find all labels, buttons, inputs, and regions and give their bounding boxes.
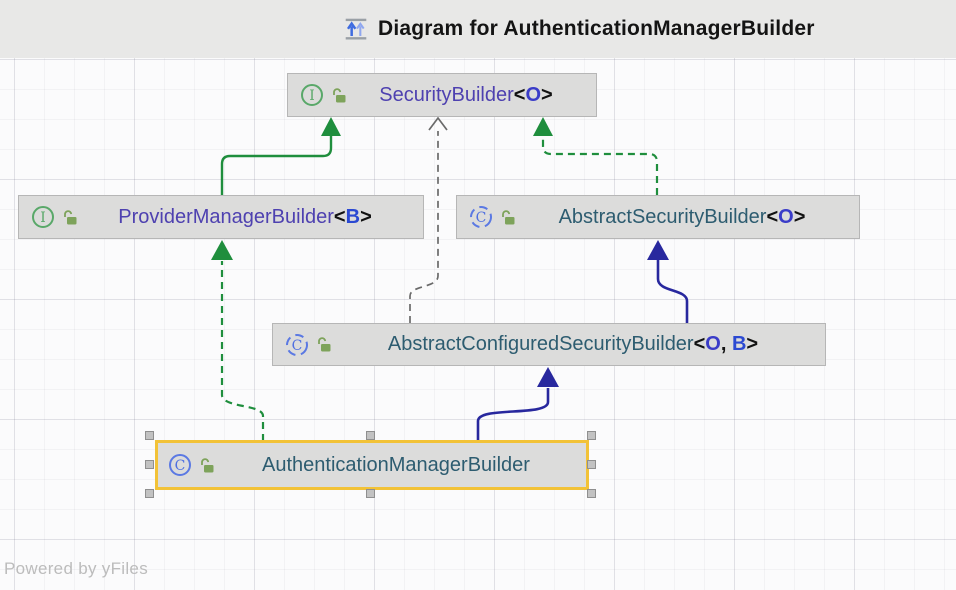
diagram-title-group: Diagram for AuthenticationManagerBuilder	[343, 0, 815, 58]
node-icon-group: I	[300, 83, 348, 107]
yfiles-watermark: Powered by yFiles	[4, 559, 148, 578]
interface-icon: I	[301, 84, 323, 106]
selection-handle-top-left[interactable]	[145, 431, 154, 440]
public-lock-icon	[333, 87, 346, 102]
selection-handle-bottom-right[interactable]	[587, 489, 596, 498]
node-abstractsecuritybuilder[interactable]: C AbstractSecurityBuilder<O>	[456, 195, 860, 239]
svg-text:C: C	[175, 458, 186, 474]
svg-text:C: C	[476, 210, 487, 226]
svg-text:C: C	[292, 338, 303, 354]
node-label: AbstractConfiguredSecurityBuilder<O, B>	[387, 333, 759, 355]
selection-handle-top-mid[interactable]	[366, 431, 375, 440]
node-providermanagerbuilder[interactable]: I ProviderManagerBuilder<B>	[18, 195, 424, 239]
abstract-class-icon: C	[286, 333, 308, 356]
node-securitybuilder[interactable]: I SecurityBuilder<O>	[287, 73, 597, 117]
node-abstractconfiguredsecuritybuilder[interactable]: C AbstractConfiguredSecurityBuilder<O, B…	[272, 323, 826, 366]
abstract-class-icon: C	[470, 206, 492, 228]
diagram-header-bar: Diagram for AuthenticationManagerBuilder	[0, 0, 956, 58]
node-icon-group: C	[285, 333, 333, 357]
node-label: ProviderManagerBuilder<B>	[118, 205, 372, 228]
class-icon: C	[169, 454, 191, 476]
diagram-title: Diagram for AuthenticationManagerBuilder	[378, 17, 815, 40]
svg-text:I: I	[309, 88, 315, 104]
svg-text:I: I	[40, 210, 46, 226]
selection-handle-mid-right[interactable]	[587, 460, 596, 469]
public-lock-icon	[201, 457, 214, 472]
public-lock-icon	[318, 337, 331, 352]
selection-handle-bottom-mid[interactable]	[366, 489, 375, 498]
selection-handle-top-right[interactable]	[587, 431, 596, 440]
node-icon-group: C	[469, 205, 517, 229]
interface-icon: I	[32, 206, 54, 228]
node-label: SecurityBuilder<O>	[379, 83, 553, 106]
selection-handle-bottom-left[interactable]	[145, 489, 154, 498]
public-lock-icon	[64, 209, 77, 224]
public-lock-icon	[502, 209, 515, 224]
selection-handle-mid-left[interactable]	[145, 460, 154, 469]
show-parents-diagram-icon	[345, 18, 367, 40]
node-icon-group: C	[168, 453, 216, 477]
node-label: AuthenticationManagerBuilder	[262, 453, 530, 476]
node-authenticationmanagerbuilder[interactable]: C AuthenticationManagerBuilder	[155, 440, 589, 490]
node-icon-group: I	[31, 205, 79, 229]
node-label: AbstractSecurityBuilder<O>	[558, 205, 806, 228]
